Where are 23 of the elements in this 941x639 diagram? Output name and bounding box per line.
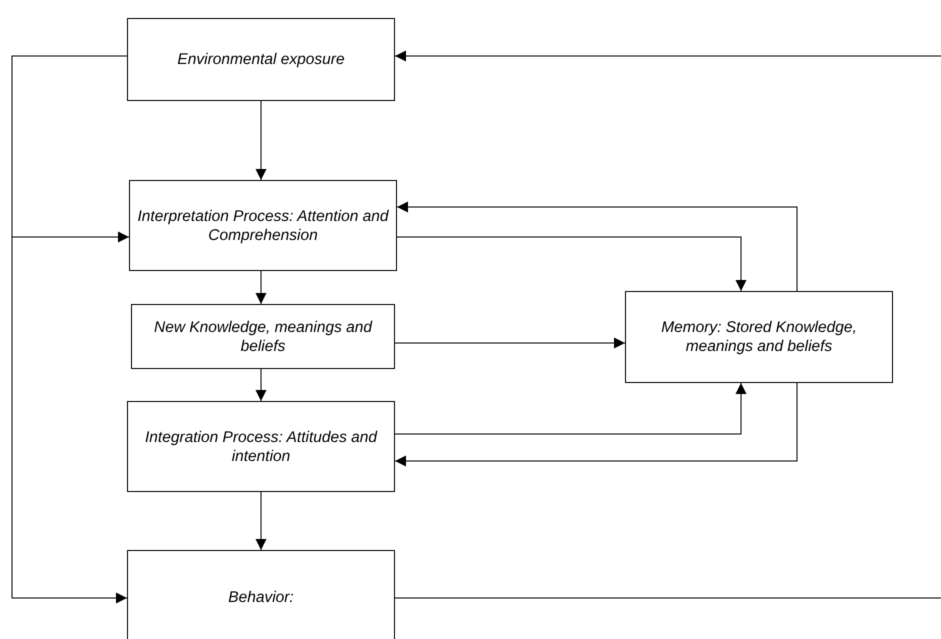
box-label: Memory: Stored Knowledge, meanings and beliefs xyxy=(660,318,858,356)
arrow xyxy=(394,382,746,434)
box-label: New Knowledge, meanings and beliefs xyxy=(153,318,374,356)
process-box xyxy=(131,304,395,369)
arrow xyxy=(396,236,746,292)
box-label: Environmental exposure xyxy=(177,50,345,69)
arrow xyxy=(12,56,128,604)
process-box xyxy=(127,401,395,492)
arrow xyxy=(256,492,266,550)
box-label: Interpretation Process: Attention and Comprehension xyxy=(136,206,390,244)
arrow xyxy=(256,100,266,180)
box-label: Integration Process: Attitudes and intention xyxy=(144,428,378,466)
arrow xyxy=(256,270,266,304)
process-box xyxy=(127,550,395,639)
arrow xyxy=(394,50,941,62)
arrow xyxy=(396,202,798,292)
arrow xyxy=(394,382,798,466)
process-box xyxy=(625,291,893,383)
box-label: Behavior: xyxy=(228,588,294,607)
process-box xyxy=(129,180,397,271)
process-box xyxy=(127,18,395,101)
arrow xyxy=(394,338,626,348)
arrow xyxy=(256,368,266,402)
